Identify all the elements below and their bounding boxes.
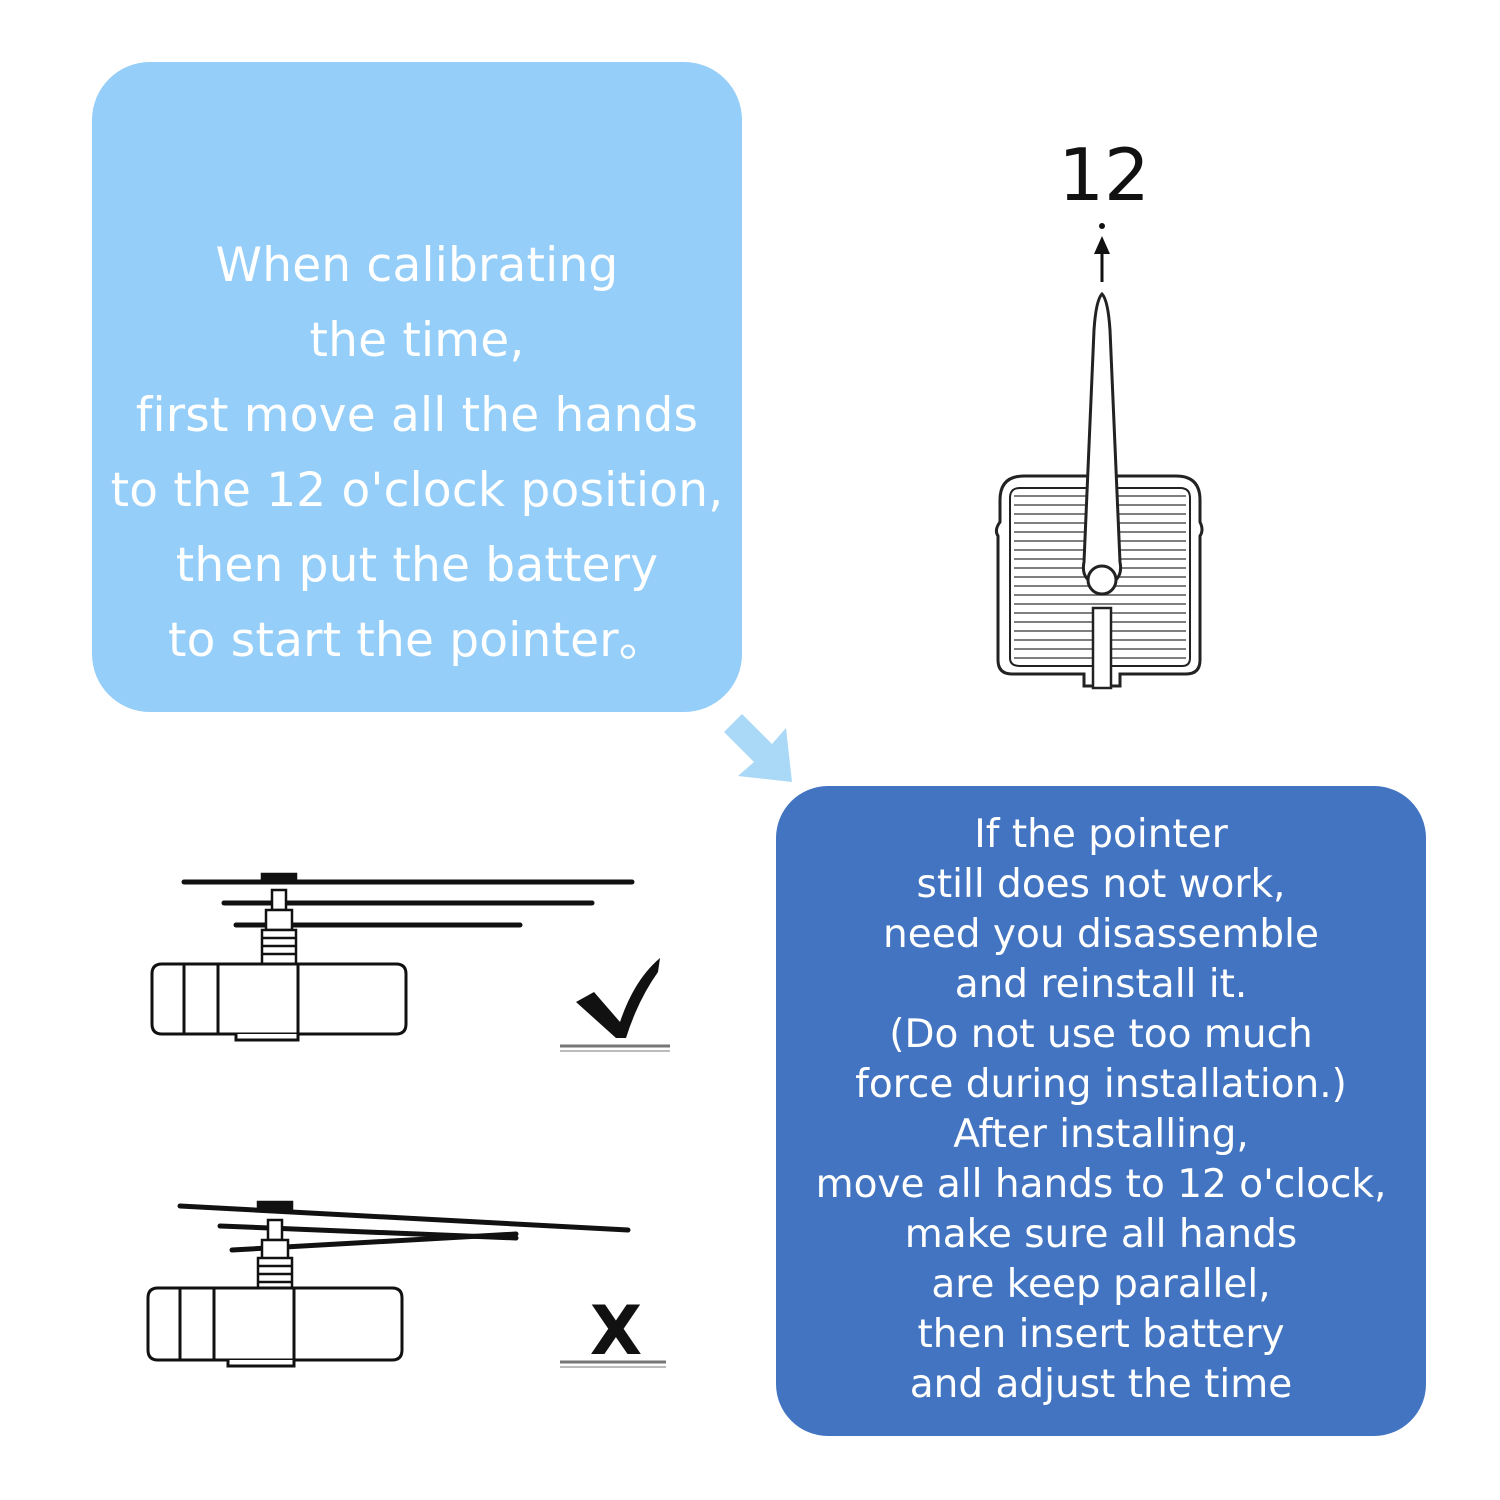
reinstall-line-4: and reinstall it. (954, 962, 1248, 1007)
reinstall-instruction-box: If the pointer still does not work, need… (776, 786, 1426, 1436)
movement-box (146, 1286, 404, 1368)
clock-hand (1081, 291, 1123, 690)
calibration-line-4: to the 12 o'clock position, (110, 463, 724, 518)
twelve-dot (1099, 223, 1105, 229)
reinstall-line-8: move all hands to 12 o'clock, (815, 1162, 1387, 1207)
reinstall-line-11: then insert battery (917, 1312, 1285, 1357)
reinstall-line-3: need you disassemble (883, 912, 1319, 957)
check-icon (576, 958, 660, 1038)
calibration-line-3: first move all the hands (135, 388, 699, 443)
incorrect-installation-diagram: X (146, 1200, 666, 1371)
clock-movement-diagram: 12 (994, 133, 1204, 690)
up-arrow-icon (1094, 236, 1110, 282)
reinstall-line-1: If the pointer (974, 812, 1228, 857)
reinstall-line-10: are keep parallel, (931, 1262, 1271, 1307)
movement-body (994, 474, 1204, 688)
parallel-hands (181, 879, 635, 928)
calibration-line-6: to start the pointer。 (168, 613, 666, 668)
calibration-instruction-box: When calibrating the time, first move al… (92, 62, 742, 712)
movement-shaft (260, 872, 298, 966)
movement-box (150, 962, 408, 1042)
twelve-label: 12 (1058, 133, 1150, 217)
calibration-line-1: When calibrating (215, 238, 619, 293)
calibration-line-2: the time, (309, 313, 525, 368)
reinstall-line-7: After installing, (953, 1112, 1249, 1157)
next-step-arrow-icon (724, 714, 792, 782)
non-parallel-hands (177, 1203, 631, 1253)
reinstall-line-12: and adjust the time (909, 1362, 1293, 1407)
reinstall-line-5: (Do not use too much (889, 1012, 1313, 1057)
calibration-instruction-text: When calibrating the time, first move al… (92, 228, 742, 678)
reinstall-line-6: force during installation.) (855, 1062, 1347, 1107)
calibration-line-5: then put the battery (175, 538, 659, 593)
correct-installation-diagram (150, 872, 670, 1052)
movement-shaft (256, 1200, 294, 1290)
reinstall-line-9: make sure all hands (904, 1212, 1298, 1257)
reinstall-instruction-text: If the pointer still does not work, need… (776, 810, 1426, 1410)
reinstall-line-2: still does not work, (916, 862, 1286, 907)
cross-mark: X (590, 1292, 642, 1371)
